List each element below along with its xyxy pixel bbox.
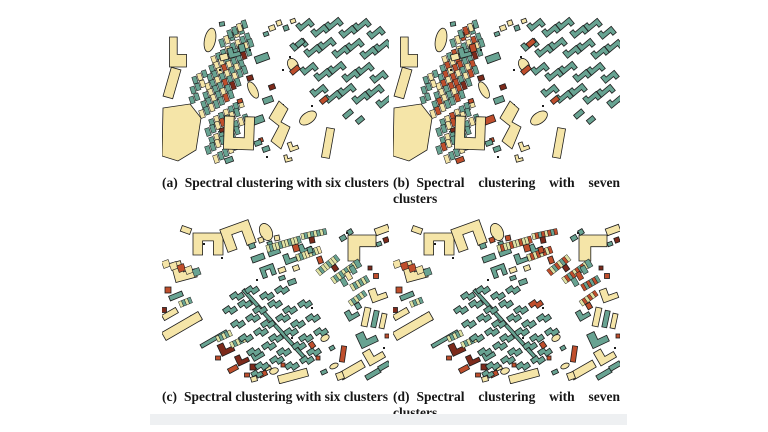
map-a — [162, 10, 389, 170]
caption-c-label: (c) — [162, 388, 177, 404]
caption-b-label: (b) — [393, 175, 410, 190]
caption-c-text: Spectral clustering with six clusters — [183, 388, 388, 404]
map-d — [393, 218, 620, 384]
page-bottom-strip — [150, 414, 627, 425]
caption-a: (a) Spectral clustering with six clusters — [162, 175, 389, 191]
map-a-canvas — [162, 16, 389, 165]
map-b-canvas — [393, 16, 620, 165]
map-c — [162, 218, 389, 384]
clustering-figure: (a) Spectral clustering with six clusters… — [162, 10, 620, 432]
panel-a: (a) Spectral clustering with six clusters — [162, 10, 389, 208]
map-b — [393, 10, 620, 170]
caption-b-text: Spectral clustering with seven clusters — [393, 175, 620, 207]
caption-b: (b)Spectral clustering with seven cluste… — [393, 175, 620, 208]
panel-c: (c) Spectral clustering with six clusters — [162, 218, 389, 422]
panel-b: (b)Spectral clustering with seven cluste… — [393, 10, 620, 208]
panel-d: (d)Spectral clustering with seven cluste… — [393, 218, 620, 422]
caption-a-label: (a) — [162, 175, 178, 190]
map-d-canvas — [393, 219, 620, 384]
caption-c: (c) Spectral clustering with six clusters — [162, 389, 389, 405]
caption-d-label: (d) — [393, 388, 410, 404]
map-c-canvas — [162, 219, 389, 384]
caption-a-text: Spectral clustering with six clusters — [184, 175, 389, 190]
